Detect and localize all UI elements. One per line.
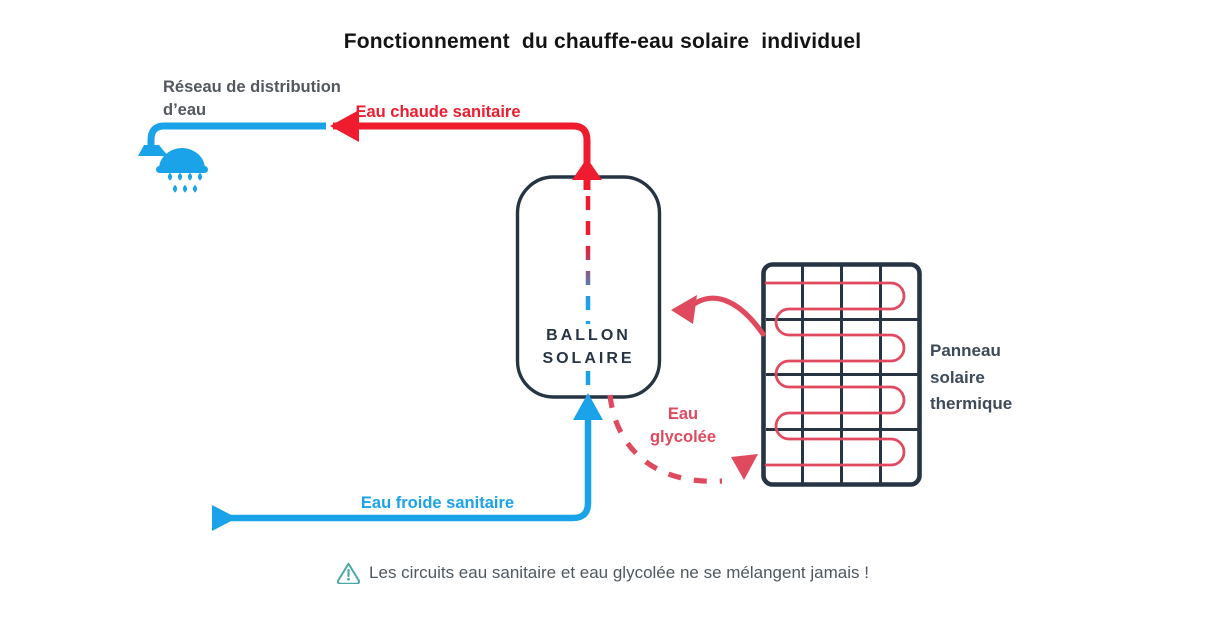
panel-label-line2: solaire bbox=[930, 367, 985, 387]
solar-panel bbox=[761, 262, 922, 487]
warning-text: Les circuits eau sanitaire et eau glycol… bbox=[369, 562, 869, 582]
tank-label: BALLON SOLAIRE bbox=[517, 324, 660, 370]
cold-water-pipe bbox=[212, 393, 603, 531]
hot-water-label: Eau chaude sanitaire bbox=[355, 103, 521, 121]
network-label-line2: d’eau bbox=[163, 100, 207, 119]
hot-water-arrowhead-icon bbox=[330, 110, 359, 142]
glycol-label: Eau glycolée bbox=[623, 403, 743, 448]
tank-label-line2: SOLAIRE bbox=[539, 347, 638, 370]
cold-water-label: Eau froide sanitaire bbox=[360, 494, 515, 512]
glycol-return-flow bbox=[607, 394, 758, 484]
cold-water-up-arrowhead-icon bbox=[573, 393, 603, 420]
solar-panel-grid bbox=[766, 266, 918, 483]
hot-water-up-arrowhead-icon bbox=[572, 158, 602, 180]
panel-label: Panneau solaire thermique bbox=[930, 338, 1012, 418]
water-drops-icon bbox=[167, 172, 203, 193]
hot-water-pipe bbox=[330, 110, 602, 190]
shower-head-icon bbox=[138, 145, 208, 193]
glycol-hot-arrowhead-icon bbox=[671, 295, 697, 324]
cold-water-inlet-arrowhead-icon bbox=[212, 505, 237, 531]
warning-note: Les circuits eau sanitaire et eau glycol… bbox=[0, 561, 1205, 584]
glycol-label-line1: Eau bbox=[667, 405, 699, 423]
page-title: Fonctionnement du chauffe-eau solaire in… bbox=[343, 30, 862, 53]
warning-triangle-icon bbox=[337, 562, 361, 584]
panel-label-line1: Panneau bbox=[930, 341, 1001, 360]
glycol-label-line2: glycolée bbox=[649, 427, 717, 446]
distribution-pipe bbox=[138, 122, 326, 193]
glycol-return-arrowhead-icon bbox=[731, 454, 758, 480]
panel-heat-coil bbox=[764, 281, 906, 467]
glycol-hot-flow bbox=[671, 295, 766, 337]
tank-label-line1: BALLON bbox=[543, 324, 634, 347]
network-label: Réseau de distribution d’eau bbox=[163, 76, 341, 121]
panel-label-line3: thermique bbox=[930, 394, 1013, 413]
network-label-line1: Réseau de distribution bbox=[163, 78, 341, 96]
